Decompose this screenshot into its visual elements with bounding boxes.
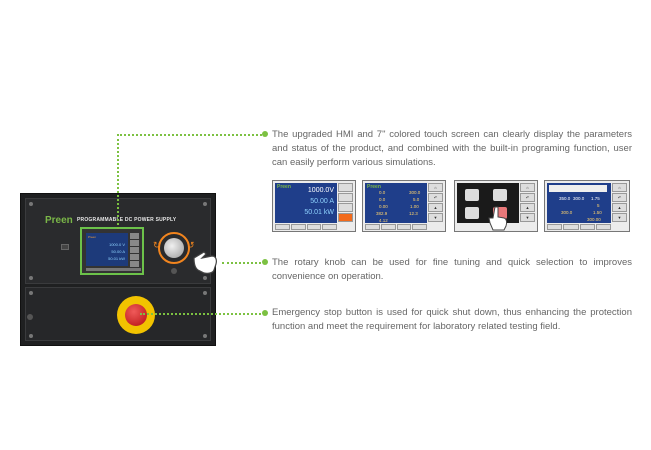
- thumb-brand: Preen: [277, 184, 291, 190]
- leader-line-hmi: [117, 134, 265, 136]
- knob-cap: [164, 238, 184, 258]
- side-jack-icon: [27, 314, 33, 320]
- model-label: PROGRAMMABLE DC POWER SUPPLY: [77, 217, 177, 223]
- leader-line-hmi-vertical: [117, 134, 119, 229]
- value: 0.0: [379, 197, 386, 202]
- screw-icon: [203, 334, 207, 338]
- estop-cap: [125, 304, 147, 326]
- value: 5: [597, 203, 600, 208]
- thumb-side-buttons: ⌂↶▲▼: [612, 183, 627, 223]
- value: 300.00: [587, 217, 601, 222]
- screen-thumb-program: 350.0 300.0 1.75 300.0 1.50 5 300.00 ⌂↶▲…: [544, 180, 630, 232]
- screw-icon: [203, 202, 207, 206]
- thumb-power: 50.01 kW: [304, 209, 334, 216]
- value: 300.0: [573, 196, 585, 201]
- screen-thumb-menu: ⌂↶▲▼: [454, 180, 538, 232]
- screw-icon: [29, 276, 33, 280]
- value: 1.50: [593, 210, 602, 215]
- screen-thumb-main: Preen 1000.0V 50.00 A 50.01 kW: [272, 180, 356, 232]
- hand-pointer-icon: [193, 251, 217, 274]
- lcd-side-buttons: [130, 233, 139, 268]
- screw-icon: [203, 291, 207, 295]
- hand-pointer-icon: [488, 206, 508, 231]
- value: 0.00: [379, 204, 388, 209]
- brand-logo: Preen: [45, 215, 73, 226]
- leader-dot-hmi: [262, 131, 268, 137]
- value: 1.75: [591, 196, 600, 201]
- screw-icon: [29, 334, 33, 338]
- thumb-footer: [365, 224, 427, 230]
- thumb-header: [549, 185, 607, 192]
- thumb-screen: Preen 0.0 300.0 0.0 5.0 0.00 1.00 382.9 …: [365, 183, 427, 223]
- thumb-screen: 350.0 300.0 1.75 300.0 1.50 5 300.00: [547, 183, 611, 223]
- thumb-voltage: 1000.0V: [307, 187, 334, 194]
- value: 382.9: [376, 211, 388, 216]
- lcd-current: 50.00 A: [111, 249, 125, 254]
- lcd-power: 50.01 kW: [108, 256, 125, 261]
- lcd-voltage: 1000.0 V: [108, 242, 125, 247]
- thumb-side-buttons: [338, 183, 353, 223]
- touch-screen[interactable]: Preen 1000.0 V 50.00 A 50.01 kW: [80, 227, 144, 275]
- leader-dot-knob: [262, 259, 268, 265]
- screen-thumb-settings: Preen 0.0 300.0 0.0 5.0 0.00 1.00 382.9 …: [362, 180, 446, 232]
- value: 4.12: [379, 218, 388, 223]
- screw-icon: [203, 276, 207, 280]
- value: 1.00: [410, 204, 419, 209]
- rotate-right-icon: ↺: [187, 240, 195, 250]
- value: 300.0: [409, 190, 421, 195]
- rotate-left-icon: ↻: [153, 240, 161, 250]
- knob-description: The rotary knob can be used for fine tun…: [272, 257, 632, 282]
- thumb-side-buttons: ⌂↶▲▼: [520, 183, 535, 223]
- refresh-icon: [465, 189, 479, 201]
- rotary-knob[interactable]: [158, 232, 190, 264]
- thumb-footer: [275, 224, 337, 230]
- value: 350.0: [559, 196, 571, 201]
- emergency-stop-button[interactable]: [117, 296, 155, 334]
- thumb-current: 50.00 A: [310, 198, 334, 205]
- estop-description: Emergency stop button is used for quick …: [272, 307, 632, 332]
- value: 0.0: [379, 190, 386, 195]
- thumb-screen: Preen 1000.0V 50.00 A 50.01 kW: [275, 183, 337, 223]
- knob-push-icon: [171, 268, 177, 274]
- thumb-side-buttons: ⌂↶▲▼: [428, 183, 443, 223]
- value: 12.3: [409, 211, 418, 216]
- lcd-brand: Preen: [88, 235, 97, 239]
- screw-icon: [29, 202, 33, 206]
- thumb-brand: Preen: [367, 184, 381, 190]
- lcd-footer: [86, 268, 141, 271]
- thumb-footer: [547, 224, 611, 230]
- screw-icon: [29, 291, 33, 295]
- hmi-description: The upgraded HMI and 7" colored touch sc…: [272, 129, 632, 168]
- tool-icon: [465, 207, 479, 219]
- thumb-screen: [457, 183, 519, 223]
- value: 300.0: [561, 210, 573, 215]
- leader-line-estop: [140, 313, 265, 315]
- lcd-display: Preen 1000.0 V 50.00 A 50.01 kW: [86, 233, 128, 266]
- value: 5.0: [413, 197, 420, 202]
- leader-line-knob: [222, 262, 265, 264]
- leader-dot-estop: [262, 310, 268, 316]
- search-icon: [493, 189, 507, 201]
- power-button[interactable]: [61, 244, 69, 250]
